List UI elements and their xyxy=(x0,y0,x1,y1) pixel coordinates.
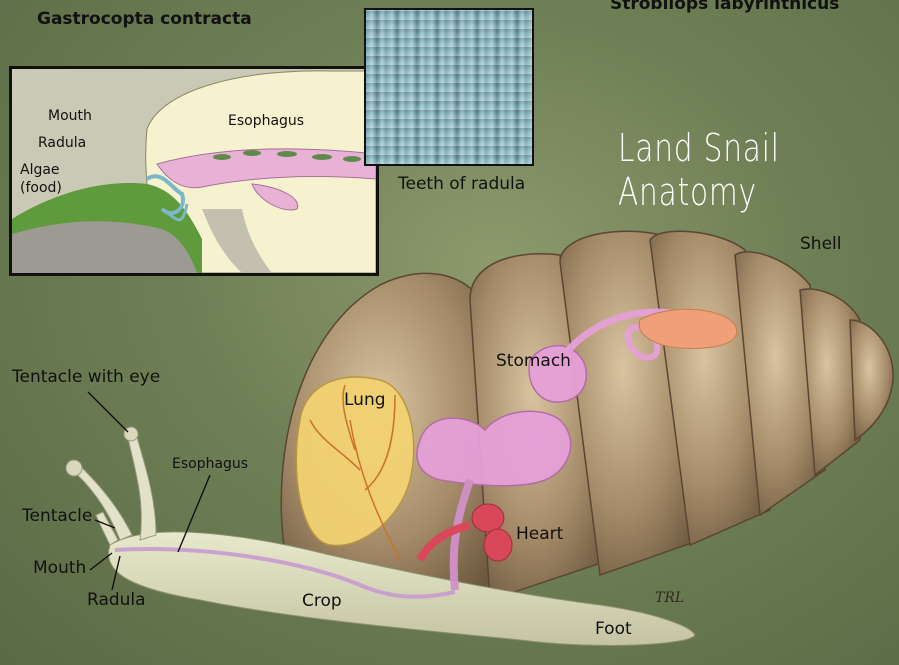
label-tentacle-with-eye: Tentacle with eye xyxy=(12,367,160,387)
label-stomach: Stomach xyxy=(496,351,571,371)
inset-label-radula: Radula xyxy=(38,135,86,151)
inset-label-mouth: Mouth xyxy=(48,108,92,124)
inset-label-algae: Algae xyxy=(20,162,60,178)
inset-label-food: (food) xyxy=(20,180,62,196)
label-shell: Shell xyxy=(800,234,841,254)
label-radula: Radula xyxy=(87,590,146,610)
mouth-cross-section-inset xyxy=(9,66,379,276)
teeth-caption: Teeth of radula xyxy=(398,174,525,194)
label-mouth: Mouth xyxy=(33,558,86,578)
tentacles xyxy=(66,427,156,545)
label-crop: Crop xyxy=(302,591,342,611)
inset-label-esophagus: Esophagus xyxy=(228,113,304,129)
label-heart: Heart xyxy=(516,524,563,544)
artist-signature: TRL xyxy=(655,590,684,606)
label-foot: Foot xyxy=(595,619,632,639)
label-tentacle: Tentacle xyxy=(22,506,92,526)
radula-teeth-micrograph xyxy=(364,8,534,166)
inset-illustration xyxy=(12,69,376,273)
label-esophagus: Esophagus xyxy=(172,456,248,472)
label-lung: Lung xyxy=(344,390,386,410)
